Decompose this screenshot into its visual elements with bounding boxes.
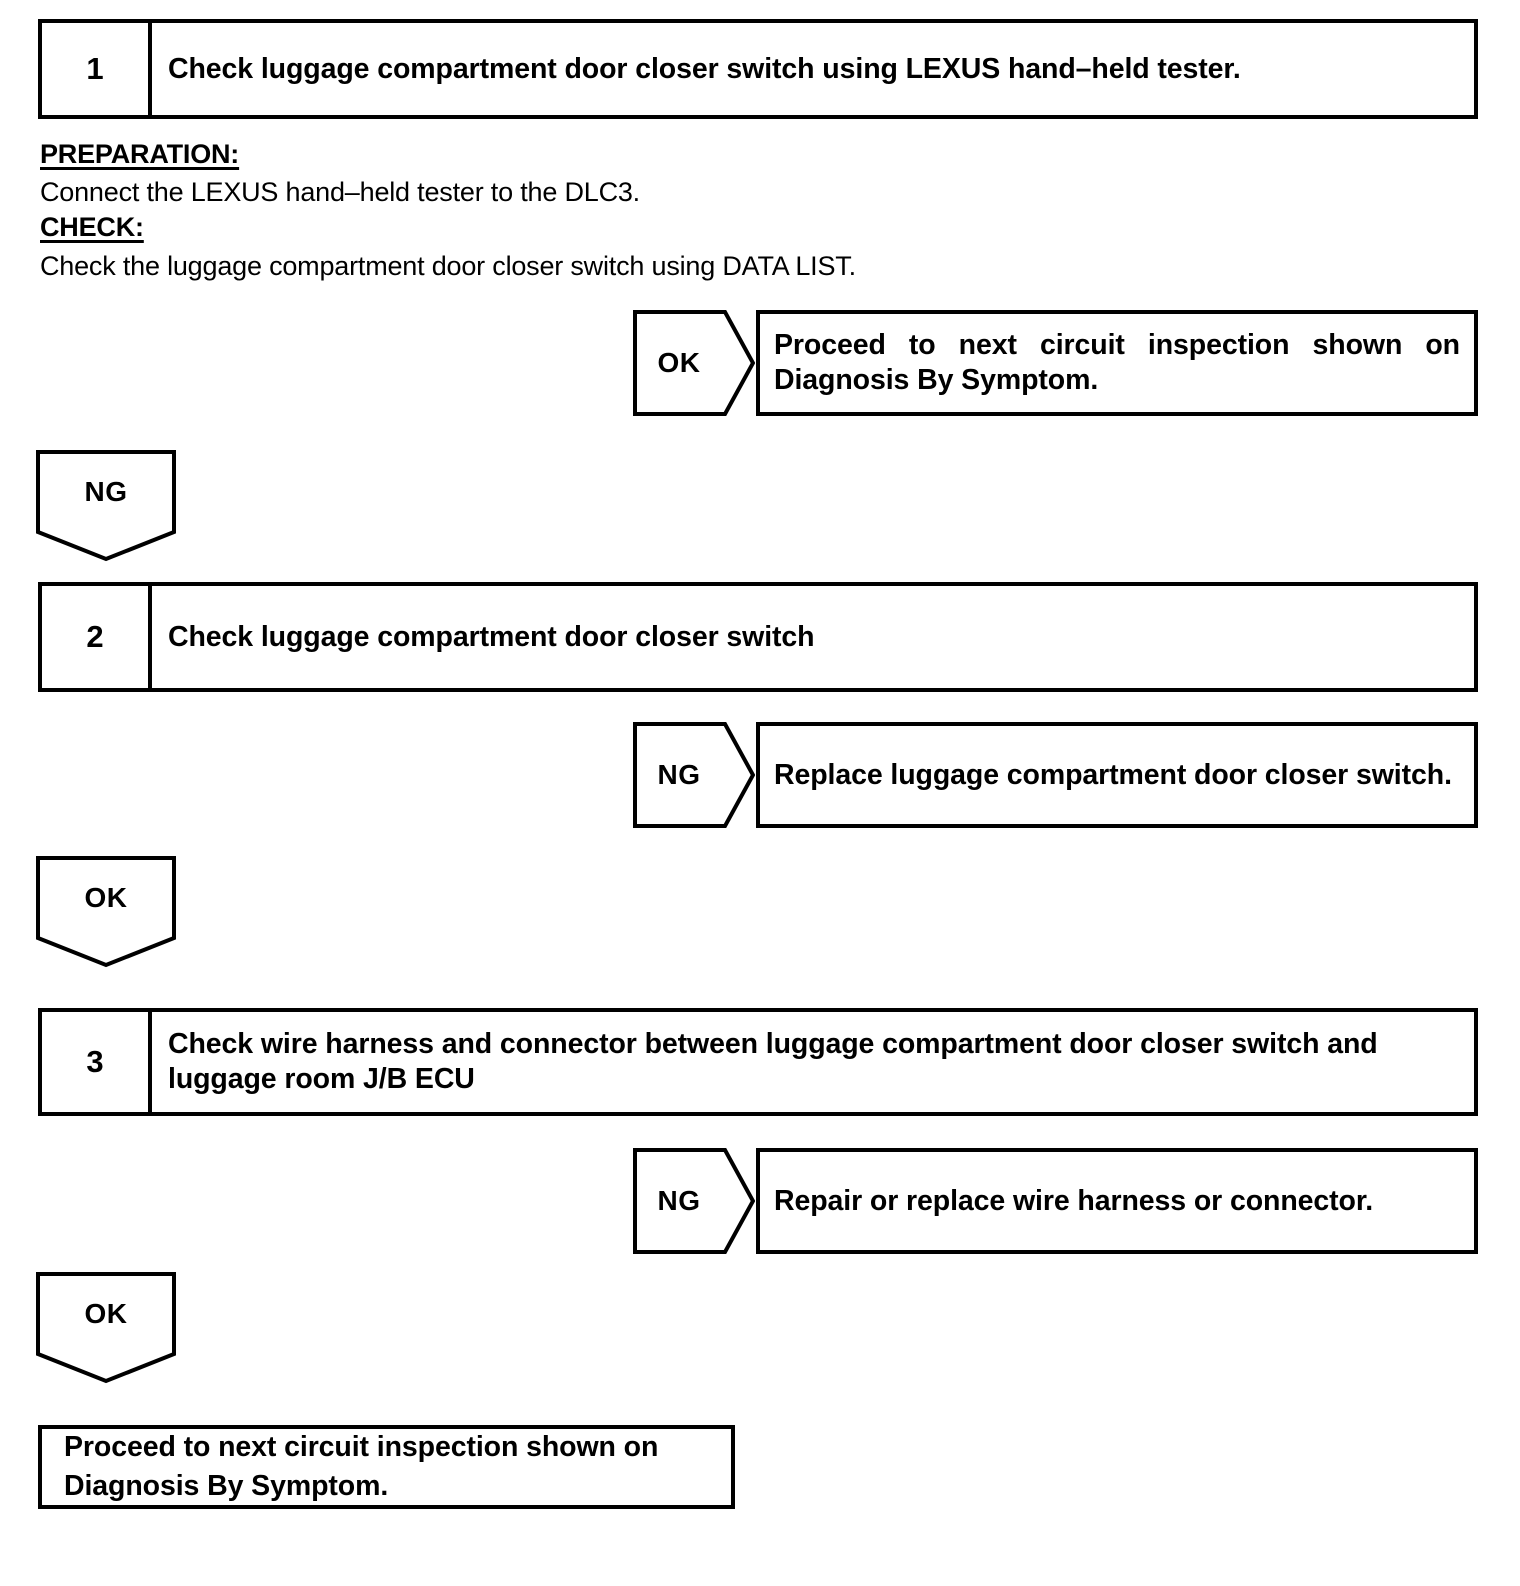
check-heading: CHECK: <box>40 212 144 242</box>
branch-tag-step3-ok: OK <box>36 1272 176 1384</box>
check-text: Check the luggage compartment door close… <box>40 251 856 281</box>
step-title-1: Check luggage compartment door closer sw… <box>168 52 1241 85</box>
result-text-step3-ng: Repair or replace wire harness or connec… <box>774 1184 1374 1217</box>
branch-label-step3-ng: NG <box>657 1185 701 1216</box>
preparation-heading: PREPARATION: <box>40 139 240 169</box>
pentagon-down-shape <box>36 1272 176 1384</box>
step-number-1: 1 <box>42 23 152 115</box>
arrow-right-shape <box>633 722 755 828</box>
step-box-3: 3 Check wire harness and connector betwe… <box>38 1008 1478 1116</box>
branch-label-step3-ok: OK <box>84 1298 128 1329</box>
branch-label-step2-ok: OK <box>84 882 128 913</box>
arrow-right-shape <box>633 310 755 416</box>
step-title-2: Check luggage compartment door closer sw… <box>168 620 815 653</box>
conclusion-line-2: Diagnosis By Symptom. <box>64 1470 389 1502</box>
result-text-step1-ok: Proceed to next circuit inspection shown… <box>774 329 1460 396</box>
arrow-right-shape <box>633 1148 755 1254</box>
branch-label-step2-ng: NG <box>657 759 701 790</box>
pentagon-down-shape <box>36 450 176 562</box>
branch-tag-step1-ng: NG <box>36 450 176 562</box>
result-box-step1-ok: Proceed to next circuit inspection shown… <box>756 310 1478 416</box>
step-number-2: 2 <box>42 586 152 688</box>
conclusion-box: Proceed to next circuit inspection shown… <box>38 1425 735 1509</box>
branch-tag-step1-ok: OK <box>633 310 755 416</box>
step-box-1: 1 Check luggage compartment door closer … <box>38 19 1478 119</box>
pentagon-down-shape <box>36 856 176 968</box>
step-number-3: 3 <box>42 1012 152 1112</box>
result-box-step2-ng: Replace luggage compartment door closer … <box>756 722 1478 828</box>
branch-tag-step2-ok: OK <box>36 856 176 968</box>
branch-label-step1-ok: OK <box>657 347 701 378</box>
result-text-step2-ng: Replace luggage compartment door closer … <box>774 758 1452 791</box>
branch-tag-step2-ng: NG <box>633 722 755 828</box>
branch-tag-step3-ng: NG <box>633 1148 755 1254</box>
step-box-2: 2 Check luggage compartment door closer … <box>38 582 1478 692</box>
conclusion-line-1: Proceed to next circuit inspection shown… <box>64 1430 659 1463</box>
branch-label-step1-ng: NG <box>84 476 128 507</box>
preparation-text: Connect the LEXUS hand–held tester to th… <box>40 177 640 207</box>
conclusion-text: Proceed to next circuit inspection shown… <box>64 1428 658 1507</box>
step-title-3: Check wire harness and connector between… <box>168 1028 1378 1095</box>
result-box-step3-ng: Repair or replace wire harness or connec… <box>756 1148 1478 1254</box>
